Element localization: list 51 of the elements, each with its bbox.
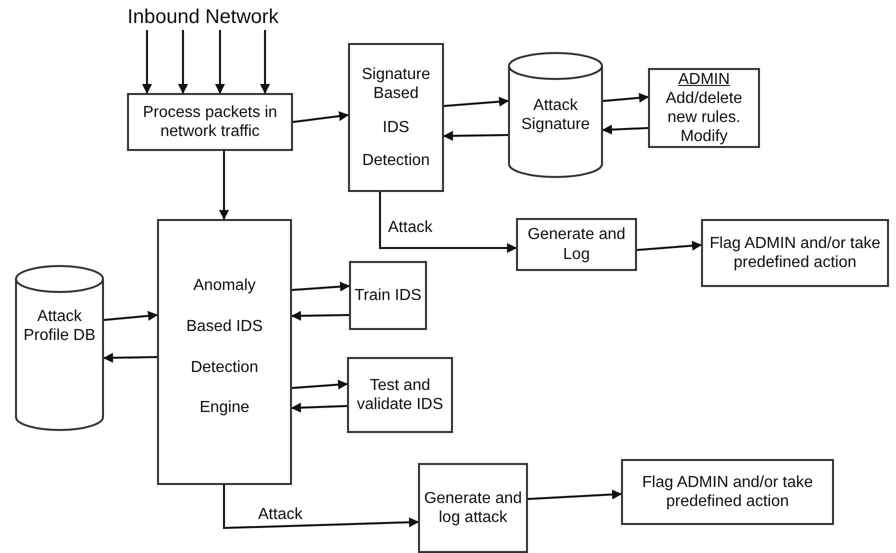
- process-box: [701, 219, 889, 287]
- process-box: [157, 219, 292, 485]
- arrow: [379, 192, 517, 253]
- process-box: [347, 357, 453, 433]
- node-text: Generate and Log: [526, 225, 626, 264]
- arrow: [219, 151, 229, 220]
- node-text: Detection: [362, 150, 430, 170]
- process-box: [418, 463, 528, 553]
- node-text: Engine: [200, 398, 250, 418]
- arrow: [291, 402, 348, 413]
- arrow: [103, 352, 158, 363]
- process-box: [621, 459, 834, 525]
- arrow: [260, 30, 270, 94]
- node-text: Attack Signature: [520, 96, 591, 134]
- process-box: [349, 261, 427, 330]
- arrow: [443, 130, 508, 141]
- node-text: Based IDS: [186, 317, 263, 336]
- arrow: [291, 310, 350, 321]
- node-text: Flag ADMIN and/or take predefined action: [641, 472, 814, 512]
- arrow: [104, 310, 158, 321]
- arrow: [292, 380, 348, 390]
- node-text: Train IDS: [354, 286, 422, 306]
- node-text: Flag ADMIN and/or take predefined action: [708, 234, 882, 272]
- arrow: [636, 240, 702, 251]
- node-text: Anomaly: [193, 276, 256, 296]
- arrow: [292, 111, 349, 123]
- arrow: [292, 282, 350, 292]
- process-box: [348, 43, 444, 192]
- arrow: [215, 30, 225, 94]
- arrow: [528, 490, 622, 500]
- arrow: [142, 30, 152, 94]
- node-text: Process packets in network traffic: [142, 102, 278, 142]
- node-text: Signature Based: [360, 65, 432, 104]
- inbound-label: Inbound Network: [126, 4, 280, 30]
- database-cylinder: [508, 52, 603, 178]
- process-box: [127, 93, 293, 151]
- node-text: Generate and log attack: [423, 488, 523, 528]
- node-text: Detection: [190, 358, 258, 377]
- arrow: [178, 30, 188, 94]
- process-box: [516, 218, 637, 271]
- arrow: [444, 96, 509, 107]
- process-box: [648, 68, 760, 148]
- node-text: Attack Profile DB: [22, 307, 97, 346]
- arrow: [602, 92, 649, 103]
- database-cylinder: [15, 265, 104, 431]
- node-text: IDS: [382, 118, 410, 137]
- arrow: [223, 485, 419, 530]
- arrow: [602, 124, 648, 135]
- node-text: Test and validate IDS: [356, 376, 444, 414]
- role-heading: ADMIN: [678, 70, 730, 89]
- node-text: Add/delete new rules. Modify: [664, 88, 744, 146]
